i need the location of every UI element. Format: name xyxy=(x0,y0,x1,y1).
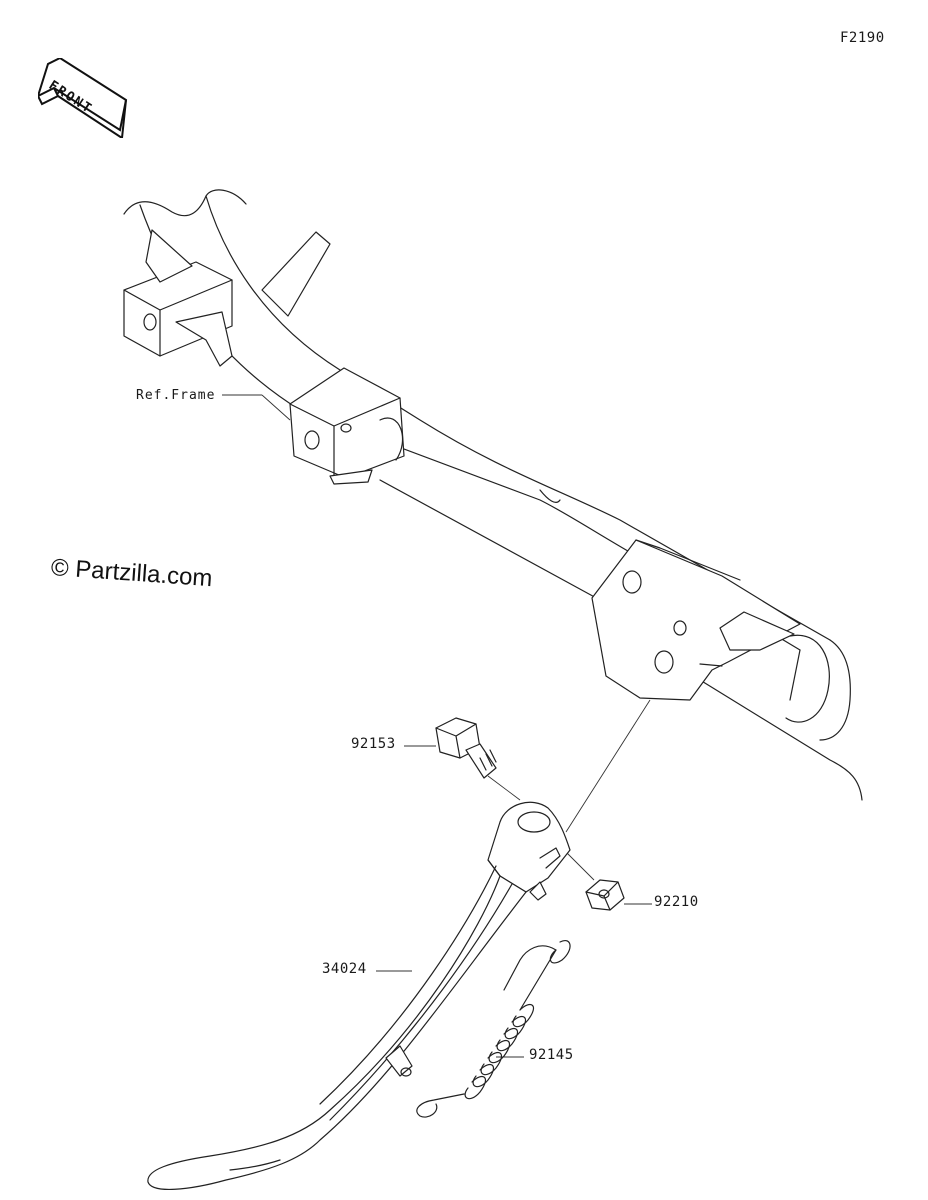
stand-mount-bracket xyxy=(591,539,801,701)
frame-tube xyxy=(123,189,863,801)
part-label-34024: 34024 xyxy=(322,961,367,977)
part-label-92210: 92210 xyxy=(654,894,699,910)
part-label-92153: 92153 xyxy=(351,736,396,752)
bolt-92153 xyxy=(435,717,497,779)
ref-frame-label: Ref.Frame xyxy=(136,388,216,403)
front-arrow-icon xyxy=(38,58,128,138)
part-label-92145: 92145 xyxy=(529,1047,574,1063)
upper-bracket xyxy=(123,229,331,367)
leader-lines xyxy=(222,394,652,1058)
middle-bracket xyxy=(289,367,405,485)
nut-92210 xyxy=(585,879,625,911)
figure-id: F2190 xyxy=(840,30,885,46)
side-stand-34024 xyxy=(147,801,571,1190)
spring-92145 xyxy=(416,940,571,1118)
